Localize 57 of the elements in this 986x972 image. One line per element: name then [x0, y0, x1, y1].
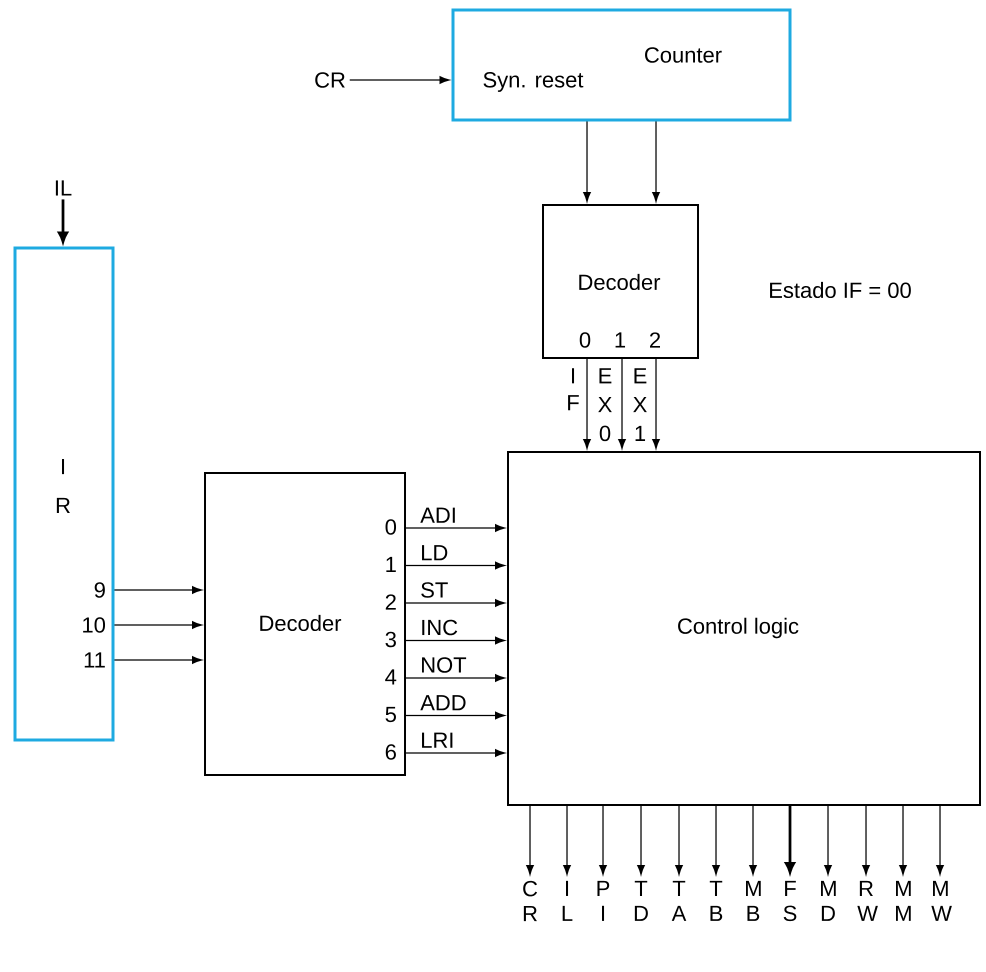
- arrow: [675, 806, 683, 875]
- arrow: [652, 121, 660, 202]
- arrow: [618, 358, 626, 449]
- arrow: [652, 358, 660, 449]
- state-note: Estado IF = 00: [770, 282, 911, 298]
- edge-label: LRI: [419, 732, 456, 749]
- arrow: [583, 121, 591, 202]
- signal-label: C R: [523, 880, 538, 922]
- signal-label: M D: [821, 880, 836, 921]
- arrow: [936, 806, 944, 875]
- signal-label: IL: [56, 180, 72, 196]
- signal-label: M W: [931, 880, 952, 921]
- edge-label: ST: [419, 581, 450, 599]
- edge-label: ADD: [419, 694, 468, 712]
- signal-label: F S: [784, 880, 796, 922]
- edge-label: ADI: [419, 506, 458, 524]
- signal-label: P I: [597, 880, 610, 921]
- arrow: [862, 806, 870, 875]
- edge-label: E X 0: [595, 367, 615, 442]
- arrow: [583, 358, 591, 449]
- register-box: I R 9 10 11: [14, 246, 114, 742]
- arrow: [637, 806, 645, 875]
- arrow: [563, 806, 571, 875]
- edge-label: E X 1: [630, 367, 650, 442]
- arrow: [114, 656, 202, 664]
- signal-label: I L: [562, 880, 572, 921]
- signal-label: M M: [896, 880, 911, 921]
- arrow: [406, 712, 505, 720]
- arrow: [526, 806, 534, 875]
- counter-box: Counter Syn. reset: [452, 8, 792, 122]
- edge-label: LD: [419, 544, 450, 562]
- signal-label: T D: [634, 880, 648, 921]
- arrow: [406, 562, 505, 570]
- arrow: [406, 674, 505, 682]
- control-logic-box: Control logic: [507, 450, 981, 806]
- arrow: [406, 636, 505, 644]
- arrow: [350, 76, 450, 84]
- signal-label: T B: [710, 880, 722, 921]
- edge-label: I F: [563, 367, 583, 412]
- arrow: [899, 806, 907, 875]
- decoder-box: Decoder 0 1 2: [542, 204, 699, 359]
- edge-label: NOT: [419, 656, 468, 674]
- edge-label: INC: [419, 618, 459, 636]
- arrow: [749, 806, 757, 875]
- arrow: [114, 621, 202, 629]
- arrow: [406, 749, 505, 757]
- arrow: [824, 806, 832, 875]
- arrow: [406, 599, 505, 607]
- decoder-box: Decoder 0 1 2 3 4 5 6: [204, 472, 406, 776]
- signal-label: T A: [672, 880, 686, 921]
- signal-label: CR: [315, 72, 345, 88]
- signal-label: R W: [857, 880, 878, 921]
- arrow: [599, 806, 607, 875]
- arrow: [114, 586, 202, 594]
- arrow: [406, 524, 505, 532]
- signal-label: M B: [746, 880, 761, 921]
- arrow: [712, 806, 720, 875]
